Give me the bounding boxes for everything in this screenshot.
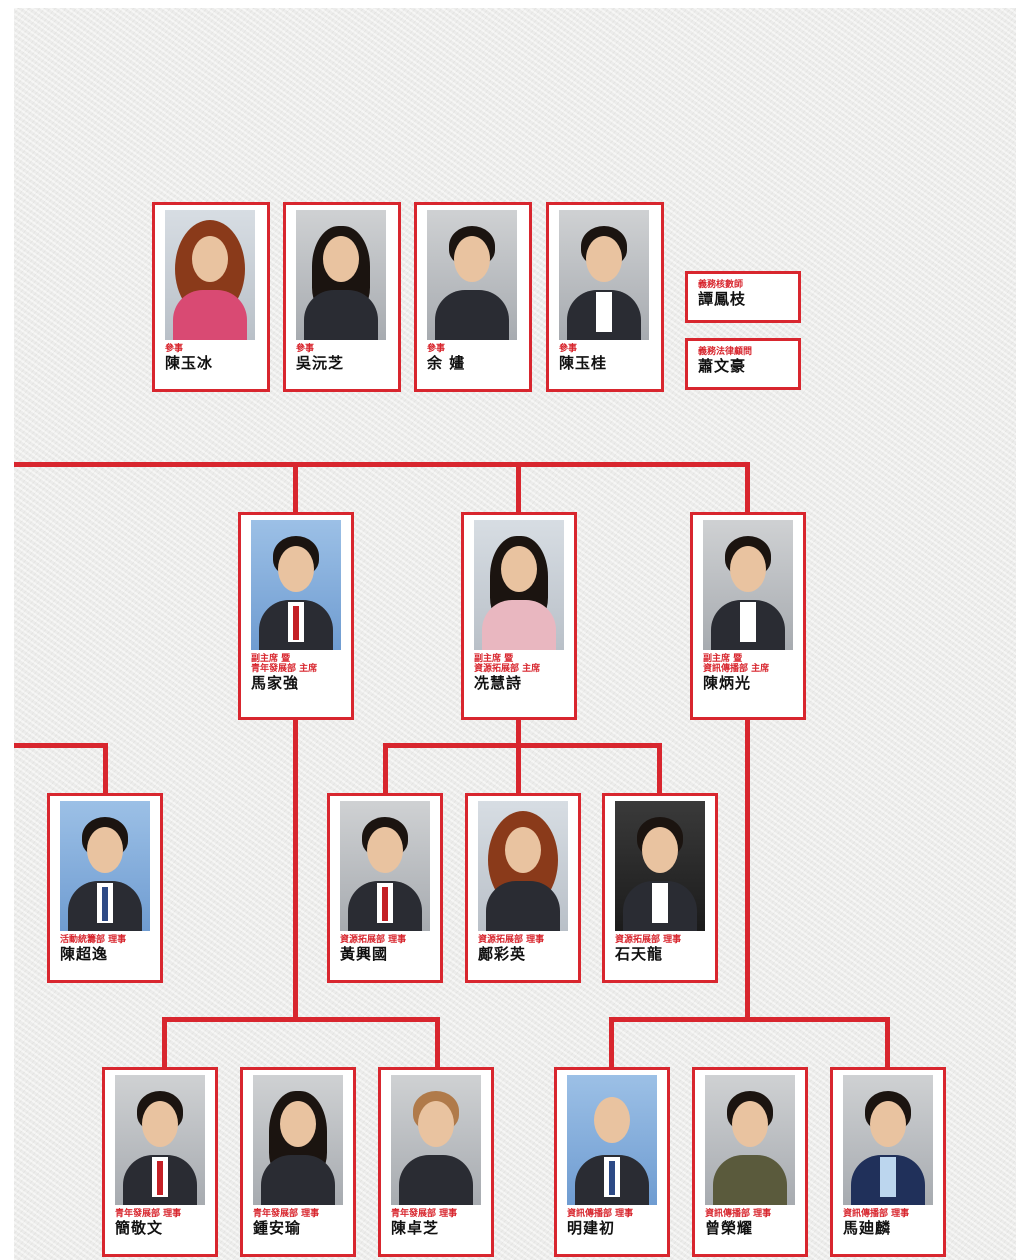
portrait-photo: [340, 801, 430, 931]
portrait-photo: [559, 210, 649, 340]
portrait-photo: [165, 210, 255, 340]
legal-advisor-card: 義務法律顧問 蕭文豪: [685, 338, 801, 390]
member-name: 陳卓芝: [391, 1219, 440, 1237]
member-role: 義務法律顧問: [698, 347, 753, 357]
portrait-photo: [478, 801, 568, 931]
member-role: 青年發展部 主席: [251, 664, 318, 674]
member-name: 鄺彩英: [478, 945, 527, 963]
member-name: 陳超逸: [60, 945, 109, 963]
member-name: 陳炳光: [703, 674, 752, 692]
member-name: 蕭文豪: [698, 357, 747, 375]
member-role: 資源拓展部 主席: [474, 664, 541, 674]
member-role: 資訊傳播部 理事: [843, 1209, 910, 1219]
portrait-photo: [253, 1075, 343, 1205]
portrait-photo: [705, 1075, 795, 1205]
member-name: 簡敬文: [115, 1219, 164, 1237]
advisor-card: 參事 吳沅芝: [283, 202, 401, 392]
member-card: 青年發展部 理事 鍾安瑜: [240, 1067, 356, 1257]
member-name: 明建初: [567, 1219, 616, 1237]
member-role: 資源拓展部 理事: [478, 935, 545, 945]
member-name: 鍾安瑜: [253, 1219, 302, 1237]
member-role: 副主席 暨: [474, 654, 514, 664]
member-name: 吳沅芝: [296, 354, 345, 372]
advisor-card: 參事 陳玉桂: [546, 202, 664, 392]
advisor-card: 參事 余 嫿: [414, 202, 532, 392]
member-card: 資源拓展部 理事 黃興國: [327, 793, 443, 983]
portrait-photo: [60, 801, 150, 931]
member-name: 譚鳳枝: [698, 290, 747, 308]
member-role: 青年發展部 理事: [115, 1209, 182, 1219]
member-card: 青年發展部 理事 陳卓芝: [378, 1067, 494, 1257]
member-name: 曾榮耀: [705, 1219, 754, 1237]
portrait-photo: [615, 801, 705, 931]
vice-chair-card: 副主席 暨 青年發展部 主席 馬家強: [238, 512, 354, 720]
member-name: 馬廸麟: [843, 1219, 892, 1237]
auditor-card: 義務核數師 譚鳳枝: [685, 271, 801, 323]
member-name: 陳玉冰: [165, 354, 214, 372]
member-role: 參事: [165, 344, 184, 354]
portrait-photo: [427, 210, 517, 340]
member-role: 副主席 暨: [251, 654, 291, 664]
member-card: 資源拓展部 理事 鄺彩英: [465, 793, 581, 983]
member-card: 青年發展部 理事 簡敬文: [102, 1067, 218, 1257]
member-card: 資訊傳播部 理事 馬廸麟: [830, 1067, 946, 1257]
member-name: 余 嫿: [427, 354, 466, 372]
member-role: 參事: [296, 344, 315, 354]
member-name: 黃興國: [340, 945, 389, 963]
vice-chair-card: 副主席 暨 資訊傳播部 主席 陳炳光: [690, 512, 806, 720]
portrait-photo: [474, 520, 564, 650]
advisor-card: 參事 陳玉冰: [152, 202, 270, 392]
portrait-photo: [843, 1075, 933, 1205]
portrait-photo: [391, 1075, 481, 1205]
member-role: 青年發展部 理事: [253, 1209, 320, 1219]
member-role: 青年發展部 理事: [391, 1209, 458, 1219]
member-card: 活動統籌部 理事 陳超逸: [47, 793, 163, 983]
member-name: 陳玉桂: [559, 354, 608, 372]
member-name: 馬家強: [251, 674, 300, 692]
member-role: 副主席 暨: [703, 654, 743, 664]
member-role: 資訊傳播部 主席: [703, 664, 770, 674]
member-card: 資源拓展部 理事 石天龍: [602, 793, 718, 983]
member-role: 資訊傳播部 理事: [567, 1209, 634, 1219]
member-role: 資源拓展部 理事: [615, 935, 682, 945]
member-role: 活動統籌部 理事: [60, 935, 127, 945]
member-role: 資源拓展部 理事: [340, 935, 407, 945]
member-role: 義務核數師: [698, 280, 744, 290]
member-role: 參事: [559, 344, 578, 354]
vice-chair-card: 副主席 暨 資源拓展部 主席 冼慧詩: [461, 512, 577, 720]
member-card: 資訊傳播部 理事 曾榮耀: [692, 1067, 808, 1257]
portrait-photo: [703, 520, 793, 650]
member-role: 參事: [427, 344, 446, 354]
member-card: 資訊傳播部 理事 明建初: [554, 1067, 670, 1257]
portrait-photo: [567, 1075, 657, 1205]
portrait-photo: [296, 210, 386, 340]
member-name: 石天龍: [615, 945, 664, 963]
portrait-photo: [115, 1075, 205, 1205]
member-role: 資訊傳播部 理事: [705, 1209, 772, 1219]
member-name: 冼慧詩: [474, 674, 523, 692]
portrait-photo: [251, 520, 341, 650]
